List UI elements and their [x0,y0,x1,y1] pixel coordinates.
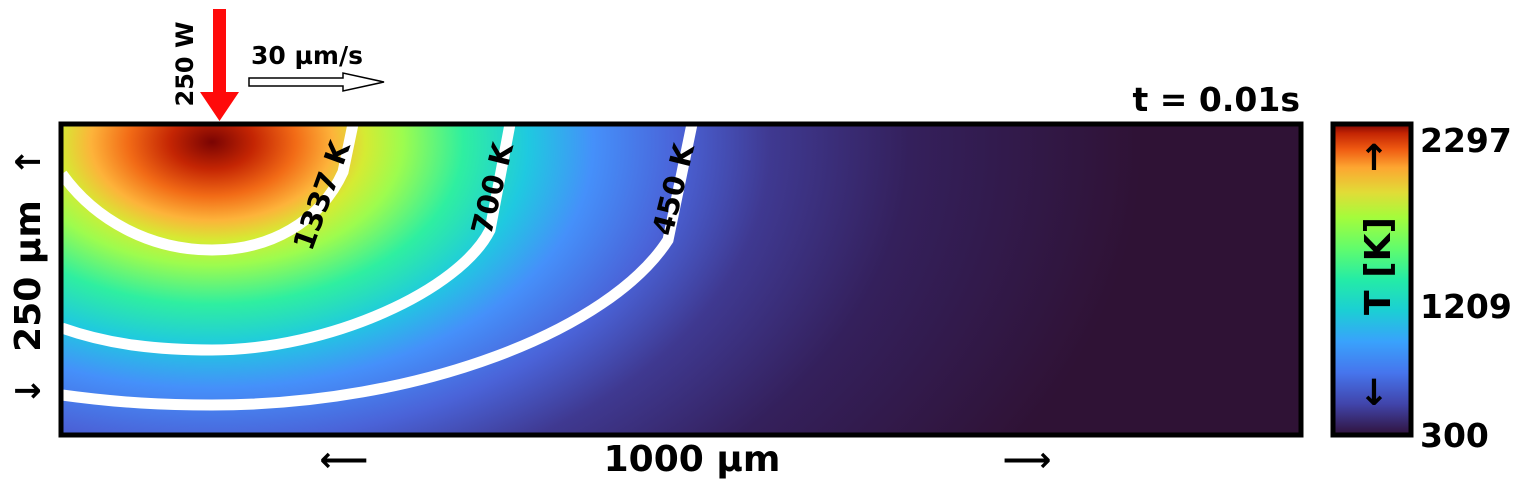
colorbar-arrow-down: ↓ [1359,373,1389,414]
laser-arrow [200,9,239,121]
plot-frame [58,121,1304,438]
temperature-field [61,124,1301,435]
colorbar-tick-max: 2297 [1420,121,1512,160]
time-label: t = 0.01s [1133,80,1300,119]
colorbar: ↑ T [K] ↓ 2297 1209 300 [1330,121,1512,455]
height-label: 250 µm [8,200,49,352]
colorbar-tick-min: 300 [1420,416,1489,455]
scan-speed-label: 30 µm/s [251,41,363,70]
laser-arrow-shaft [213,9,226,93]
contour-1337k [61,124,359,256]
width-arrow-right: ⟶ [1003,440,1052,480]
colorbar-tick-mid: 1209 [1420,287,1512,326]
width-arrow-left: ⟵ [320,440,369,480]
contour-450k [61,124,698,411]
colorbar-title: T [K] [1358,217,1399,315]
contour-700k [61,124,516,356]
power-label: 250 W [171,22,199,107]
laser-arrow-head [200,92,239,121]
scan-direction-arrow [248,72,385,92]
height-arrow-up: ↑ [9,148,49,177]
width-label: 1000 µm [604,439,781,480]
height-arrow-down: ↓ [9,377,49,406]
colorbar-gradient [1330,121,1414,438]
colorbar-arrow-up: ↑ [1359,138,1389,179]
